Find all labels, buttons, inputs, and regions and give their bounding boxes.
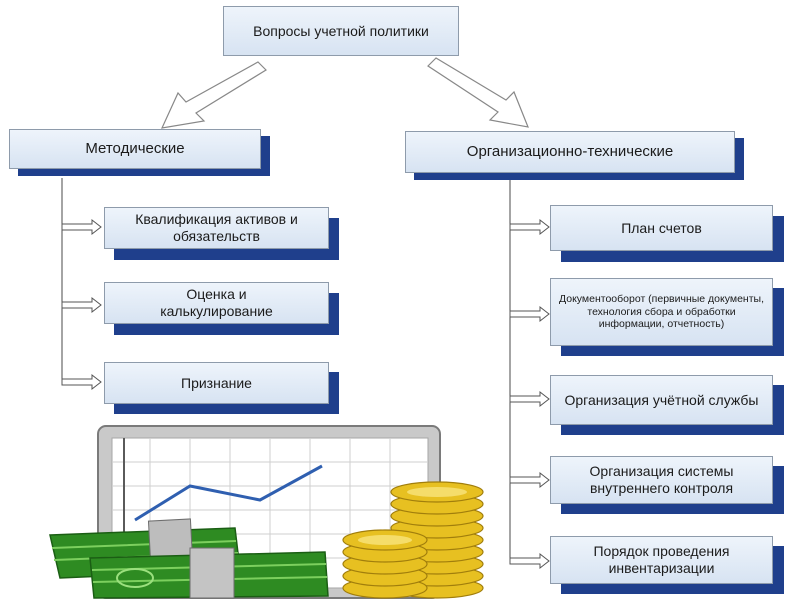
item-box: Документооборот (первичные документы, те… [550, 278, 773, 346]
item-label: Организация системы внутреннего контроля [589, 463, 734, 496]
item-box: План счетов [550, 205, 773, 251]
money-chart-clipart [49, 425, 484, 599]
item-label: Оценка и калькулирование [160, 286, 273, 319]
item-label: Квалификация активов и обязательств [135, 211, 298, 244]
branch-arrow [509, 390, 550, 408]
branch-arrow [61, 373, 102, 391]
item-box: Организация учётной службы [550, 375, 773, 425]
item-label: Порядок проведения инвентаризации [593, 543, 730, 576]
branch-header-organizational: Организационно-технические [405, 131, 735, 173]
branch-arrow [509, 218, 550, 236]
branch-arrow [61, 218, 102, 236]
coin-stack-icon [342, 481, 484, 599]
branch-header-methodical: Методические [9, 129, 261, 169]
branch-title: Методические [85, 140, 185, 157]
branch-arrow [61, 296, 102, 314]
branch-arrow [509, 305, 550, 323]
root-arrow-left [160, 61, 267, 129]
root-label: Вопросы учетной политики [253, 22, 429, 39]
branch-title: Организационно-технические [466, 143, 674, 160]
branch-arrow [509, 471, 550, 489]
item-label: План счетов [621, 219, 702, 236]
root-arrow-right [427, 57, 529, 128]
item-box: Организация системы внутреннего контроля [550, 456, 773, 504]
item-box: Оценка и калькулирование [104, 282, 329, 324]
item-box: Порядок проведения инвентаризации [550, 536, 773, 584]
root-box: Вопросы учетной политики [223, 6, 459, 56]
branch-arrow [509, 552, 550, 570]
item-box: Квалификация активов и обязательств [104, 207, 329, 249]
item-box: Признание [104, 362, 329, 404]
cash-stack-icon [49, 518, 329, 599]
item-label: Организация учётной службы [564, 391, 759, 408]
item-label: Документооборот (первичные документы, те… [559, 293, 764, 331]
item-label: Признание [181, 374, 252, 391]
